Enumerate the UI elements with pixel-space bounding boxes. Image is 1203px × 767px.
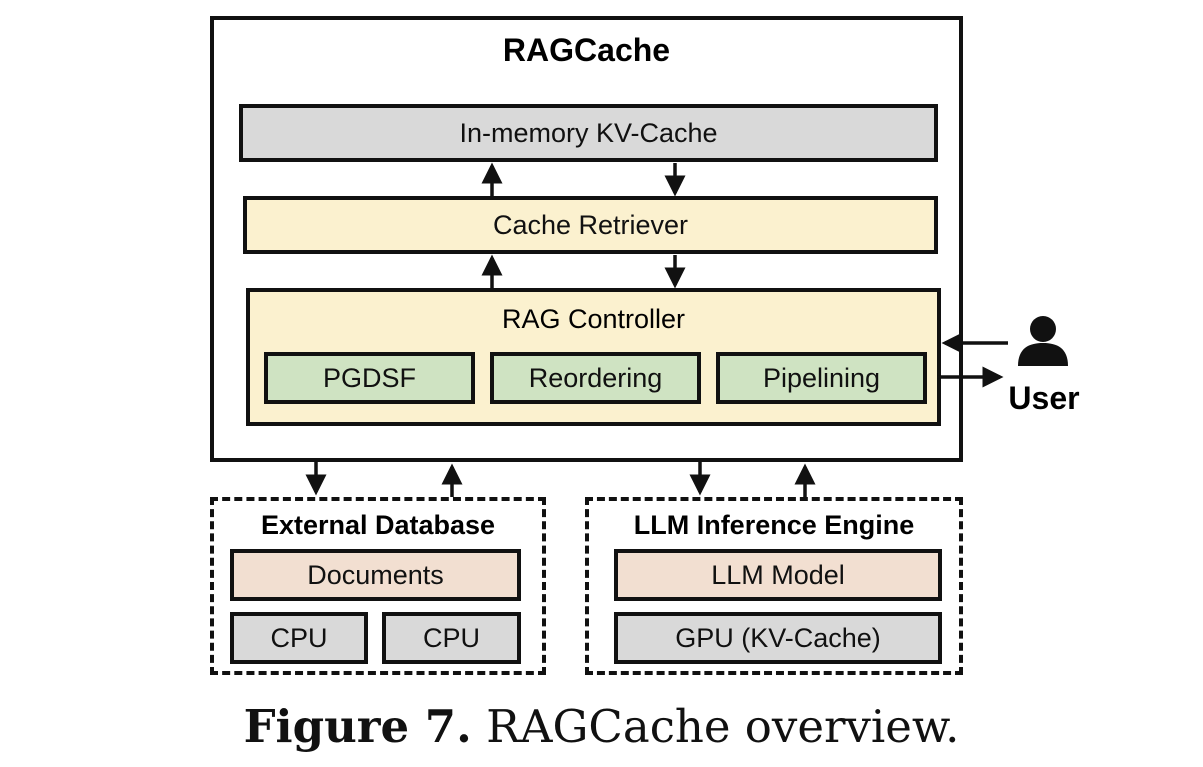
- llm-model-box: LLM Model: [614, 549, 942, 601]
- external-database-title: External Database: [260, 510, 496, 540]
- cpu-box-2: CPU: [382, 612, 521, 664]
- gpu-box: GPU (KV-Cache): [614, 612, 942, 664]
- user-label: User: [1008, 380, 1080, 416]
- ragcache-container: [210, 16, 963, 462]
- llm-engine-box: [585, 497, 963, 675]
- kv-cache-box: In-memory KV-Cache: [239, 104, 938, 162]
- external-database-box: [210, 497, 546, 675]
- documents-box: Documents: [230, 549, 521, 601]
- llm-engine-title: LLM Inference Engine: [633, 510, 915, 540]
- ragcache-title: RAGCache: [502, 32, 671, 68]
- cache-retriever-box: Cache Retriever: [243, 196, 938, 254]
- cpu-box-1: CPU: [230, 612, 368, 664]
- figure-caption-text: RAGCache overview.: [471, 700, 960, 753]
- module-pgdsf: PGDSF: [264, 352, 475, 404]
- figure-caption: Figure 7. RAGCache overview.: [0, 700, 1203, 753]
- rag-controller-title: RAG Controller: [501, 304, 686, 334]
- module-pipelining: Pipelining: [716, 352, 927, 404]
- figure-label: Figure 7.: [243, 700, 472, 753]
- user-icon: [1018, 316, 1068, 366]
- module-reordering: Reordering: [490, 352, 701, 404]
